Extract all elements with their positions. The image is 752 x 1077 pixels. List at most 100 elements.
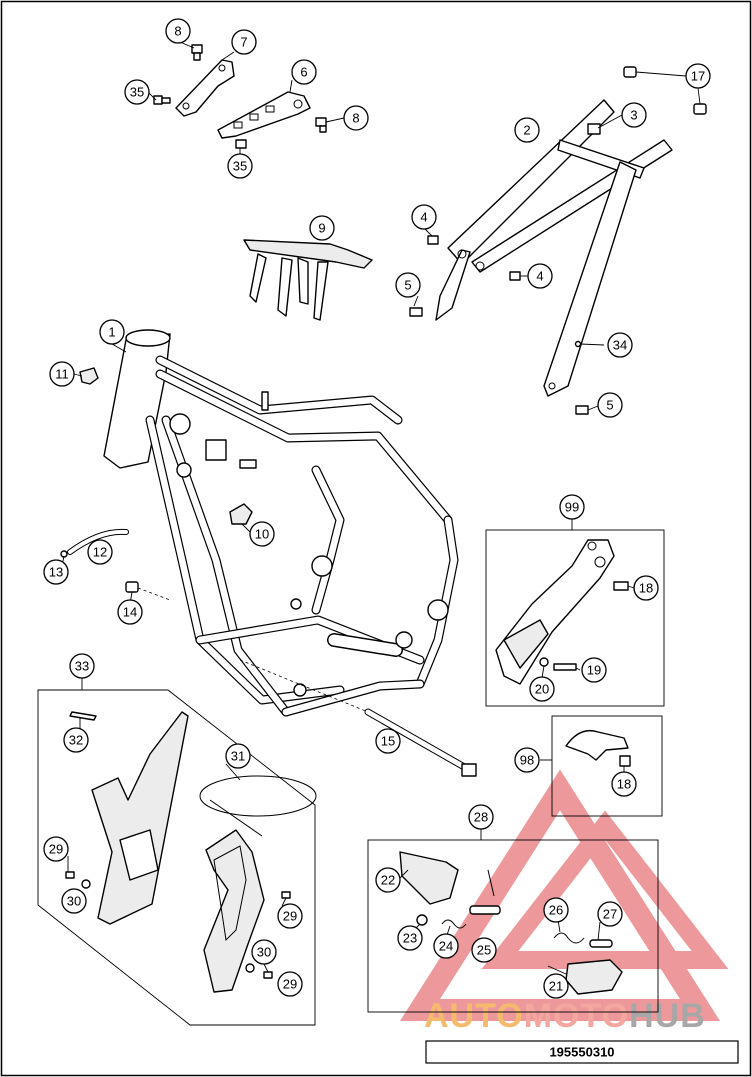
callout-30[interactable]: 30 xyxy=(251,939,277,965)
group-box-28 xyxy=(367,828,659,1013)
callout-99[interactable]: 99 xyxy=(559,494,585,520)
callout-11[interactable]: 11 xyxy=(49,361,75,387)
callout-2[interactable]: 2 xyxy=(514,117,540,143)
part-11-fitting xyxy=(79,367,99,385)
callout-4[interactable]: 4 xyxy=(527,263,553,289)
leader-lines xyxy=(61,41,701,975)
callout-label: 18 xyxy=(617,777,631,792)
part-98-stand-foot xyxy=(565,729,629,761)
callout-29[interactable]: 29 xyxy=(43,836,69,862)
callout-10[interactable]: 10 xyxy=(249,521,275,547)
part-8-screw-top xyxy=(191,44,203,61)
document-number: 195550310 xyxy=(549,1045,614,1060)
group-box-98 xyxy=(540,715,663,817)
part-35-screw-bottom xyxy=(235,139,247,149)
callout-label: 30 xyxy=(67,894,81,909)
callout-label: 23 xyxy=(403,931,417,946)
part-99-side-stand xyxy=(495,539,615,685)
part-9-shield xyxy=(243,239,373,321)
callout-label: 34 xyxy=(613,338,627,353)
callout-label: 10 xyxy=(255,527,269,542)
part-8-screw-right xyxy=(315,117,327,133)
callout-label: 6 xyxy=(300,65,307,80)
callout-18[interactable]: 18 xyxy=(611,771,637,797)
callout-1[interactable]: 1 xyxy=(99,319,125,345)
callout-13[interactable]: 13 xyxy=(43,559,69,585)
callout-35[interactable]: 35 xyxy=(227,153,253,179)
part-10-bracket xyxy=(229,503,253,525)
callout-25[interactable]: 25 xyxy=(471,937,497,963)
part-12-hose xyxy=(67,528,129,555)
callout-7[interactable]: 7 xyxy=(231,29,257,55)
callout-5[interactable]: 5 xyxy=(395,272,421,298)
callout-9[interactable]: 9 xyxy=(309,215,335,241)
callout-24[interactable]: 24 xyxy=(433,933,459,959)
callout-label: 26 xyxy=(549,903,563,918)
callout-label: 28 xyxy=(474,810,488,825)
callout-30[interactable]: 30 xyxy=(61,888,87,914)
callout-35[interactable]: 35 xyxy=(124,79,150,105)
callout-15[interactable]: 15 xyxy=(375,728,401,754)
callout-26[interactable]: 26 xyxy=(543,897,569,923)
part-19-bolt xyxy=(553,663,577,671)
part-14-nut xyxy=(125,581,171,601)
part-6-bracket xyxy=(217,91,311,139)
callout-17[interactable]: 17 xyxy=(685,63,711,89)
watermark-prefix: AUTO xyxy=(424,997,524,1035)
part-33-frame-guard-right xyxy=(203,829,265,993)
callout-3[interactable]: 3 xyxy=(621,102,647,128)
part-31-cable-tie xyxy=(199,775,317,837)
callout-label: 5 xyxy=(404,278,411,293)
part-24-spring xyxy=(441,919,467,929)
callout-27[interactable]: 27 xyxy=(597,901,623,927)
callout-label: 27 xyxy=(603,907,617,922)
part-2-subframe xyxy=(435,99,673,397)
part-34-marker xyxy=(574,340,582,348)
callout-label: 4 xyxy=(420,210,427,225)
callout-label: 18 xyxy=(639,581,653,596)
callout-6[interactable]: 6 xyxy=(291,59,317,85)
callout-28[interactable]: 28 xyxy=(468,804,494,830)
part-22-footrest-left xyxy=(399,851,459,905)
callout-29[interactable]: 29 xyxy=(277,903,303,929)
callout-14[interactable]: 14 xyxy=(117,599,143,625)
callout-label: 8 xyxy=(174,24,181,39)
callout-label: 9 xyxy=(318,221,325,236)
part-7-bracket xyxy=(175,51,235,117)
part-30-washers xyxy=(81,879,255,973)
part-15-bolt xyxy=(239,659,477,777)
callout-label: 24 xyxy=(439,939,453,954)
callout-18[interactable]: 18 xyxy=(633,575,659,601)
callout-5[interactable]: 5 xyxy=(597,392,623,418)
callout-21[interactable]: 21 xyxy=(543,973,569,999)
callout-8[interactable]: 8 xyxy=(343,105,369,131)
callout-98[interactable]: 98 xyxy=(514,747,540,773)
callout-label: 19 xyxy=(587,663,601,678)
callout-19[interactable]: 19 xyxy=(581,657,607,683)
callout-23[interactable]: 23 xyxy=(397,925,423,951)
callout-29[interactable]: 29 xyxy=(277,971,303,997)
callout-4[interactable]: 4 xyxy=(411,204,437,230)
callout-33[interactable]: 33 xyxy=(69,653,95,679)
callout-label: 17 xyxy=(691,69,705,84)
callout-34[interactable]: 34 xyxy=(607,332,633,358)
callout-label: 4 xyxy=(536,269,543,284)
callout-22[interactable]: 22 xyxy=(375,867,401,893)
callout-label: 7 xyxy=(240,35,247,50)
callout-20[interactable]: 20 xyxy=(529,676,555,702)
callout-label: 29 xyxy=(49,842,63,857)
callout-label: 25 xyxy=(477,943,491,958)
callout-label: 22 xyxy=(381,873,395,888)
callout-label: 29 xyxy=(283,909,297,924)
callout-label: 98 xyxy=(520,753,534,768)
callout-12[interactable]: 12 xyxy=(87,539,113,565)
part-21-footrest-right xyxy=(565,959,623,995)
part-35-screw-left xyxy=(153,95,171,105)
callout-31[interactable]: 31 xyxy=(225,743,251,769)
callout-8[interactable]: 8 xyxy=(165,18,191,44)
callout-32[interactable]: 32 xyxy=(63,727,89,753)
part-25-pin xyxy=(469,869,501,915)
part-3-clip xyxy=(587,123,601,135)
callout-label: 12 xyxy=(93,545,107,560)
